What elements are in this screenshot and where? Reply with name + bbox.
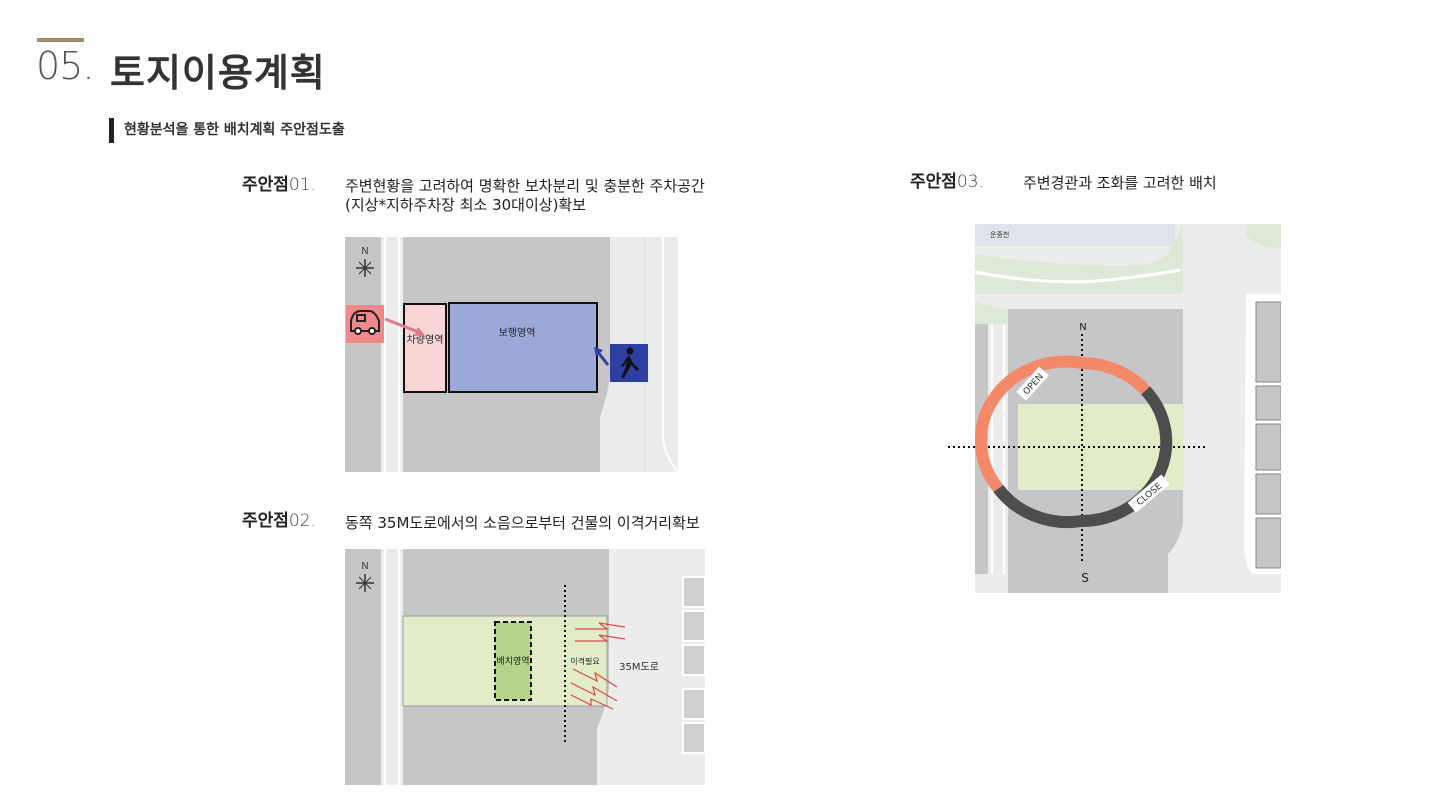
point-02-desc: 동쪽 35M도로에서의 소음으로부터 건물의 이격거리확보 xyxy=(345,514,700,532)
point-02-number: 02. xyxy=(288,511,316,531)
point-01-label: 주안점 xyxy=(242,175,289,195)
south-label: S xyxy=(1081,571,1089,585)
stream-area xyxy=(975,224,1175,246)
diagram-2-site-plan: 배치영역 이격필요 35M도로 N xyxy=(345,549,705,785)
subtitle-bar xyxy=(109,118,114,143)
point-02-heading: 주안점02. xyxy=(242,511,316,531)
compass-north-label: N xyxy=(361,561,368,572)
close-arc xyxy=(993,386,1173,529)
north-label: N xyxy=(1079,322,1086,333)
placement-zone-label: 배치영역 xyxy=(496,655,529,667)
compass-icon: N xyxy=(356,246,374,277)
pedestrian-zone xyxy=(448,302,598,393)
point-03-heading: 주안점03. xyxy=(910,172,984,192)
vehicle-flow-arrow xyxy=(384,317,422,335)
vehicle-zone xyxy=(403,303,447,393)
point-01-heading: 주안점01. xyxy=(242,175,316,195)
point-01-desc-line1: 주변현황을 고려하여 명확한 보차분리 및 충분한 주차공간 xyxy=(345,177,705,195)
west-road xyxy=(381,549,403,785)
point-03-label: 주안점 xyxy=(910,172,957,192)
subtitle: 현황분석을 통한 배치계획 주안점도출 xyxy=(124,122,345,138)
stream-label: 운중천 xyxy=(990,230,1009,239)
diagram-3-orientation-plan: 운중천 N S OPEN CLOSE xyxy=(948,224,1281,593)
title-accent-bar xyxy=(37,38,84,42)
compass-icon: N xyxy=(356,561,374,592)
diagram-1-site-plan: 차량영역 보행영역 N xyxy=(345,237,678,472)
compass-north-label: N xyxy=(361,246,368,257)
west-road xyxy=(381,237,403,472)
vehicle-zone-label: 차량영역 xyxy=(407,334,444,346)
placement-zone xyxy=(494,621,532,701)
open-arc xyxy=(974,355,1150,493)
car-icon xyxy=(350,310,380,335)
point-03-number: 03. xyxy=(956,172,984,192)
pedestrian-zone-label: 보행영역 xyxy=(499,327,536,339)
page-title: 토지이용계획 xyxy=(110,51,326,95)
point-01-number: 01. xyxy=(288,175,316,195)
noise-arrows-icon xyxy=(570,622,626,710)
point-01-desc-line2: (지상*지하주차장 최소 30대이상)확보 xyxy=(345,196,587,214)
walking-person-icon xyxy=(621,347,639,378)
setback-needed-label: 이격필요 xyxy=(570,656,599,666)
point-03-desc: 주변경관과 조화를 고려한 배치 xyxy=(1023,174,1217,192)
east-road-35m xyxy=(597,549,680,785)
section-number: 05. xyxy=(36,44,94,88)
road-label: 35M도로 xyxy=(619,662,659,673)
point-02-label: 주안점 xyxy=(242,511,289,531)
